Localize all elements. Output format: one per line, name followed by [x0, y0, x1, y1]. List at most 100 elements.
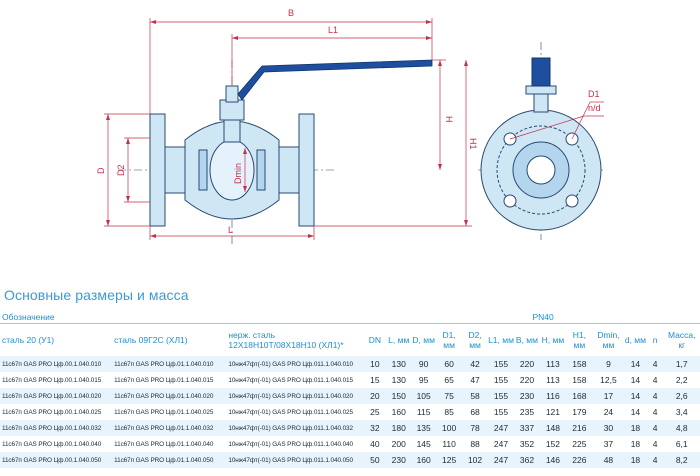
table-cell: 47 — [462, 372, 489, 388]
left-flange — [149, 113, 166, 227]
table-cell: 247 — [488, 452, 514, 468]
table-cell: 11с67п GAS PRO Цф.01.1.040.010 — [112, 356, 227, 372]
table-cell: 10 — [363, 356, 387, 372]
end-handle — [531, 57, 551, 87]
table-cell: 17 — [592, 388, 625, 404]
table-cell: 160 — [386, 404, 412, 420]
col-header: сталь 20 (У1) — [0, 324, 113, 356]
table-cell: 14 — [624, 372, 647, 388]
table-cell: 42 — [462, 356, 489, 372]
table-cell: 230 — [386, 452, 412, 468]
dim-label-l: L — [228, 225, 233, 235]
table-cell: 337 — [513, 420, 540, 436]
valve-side-view — [149, 85, 315, 227]
table-cell: 168 — [565, 388, 593, 404]
table-cell: 18 — [624, 452, 647, 468]
table-cell: 18 — [624, 420, 647, 436]
table-cell: 20 — [363, 388, 387, 404]
table-cell: 14 — [624, 356, 647, 372]
table-cell: 10нж47фт(-01) GAS PRO Цф.011.1.040.010 — [226, 356, 364, 372]
col-header: D, мм — [411, 324, 437, 356]
table-cell: 90 — [411, 356, 437, 372]
end-view-leaders — [509, 101, 604, 140]
col-header: Dmin, мм — [592, 324, 625, 356]
ball-bore — [209, 139, 255, 201]
table-cell: 362 — [513, 452, 540, 468]
table-cell: 155 — [488, 388, 514, 404]
dim-label-dmin: Dmin — [233, 163, 243, 184]
table-cell: 18 — [624, 436, 647, 452]
col-header: DN — [363, 324, 387, 356]
dim-label-h1: H1 — [468, 138, 478, 150]
col-header: H, мм — [539, 324, 566, 356]
section-heading: Основные размеры и масса — [4, 287, 189, 303]
table-cell: 180 — [386, 420, 412, 436]
bolt-hole — [565, 194, 579, 208]
table-cell: 11с67п GAS PRO Цф.00.1.040.050 — [0, 452, 113, 468]
table-cell: 200 — [386, 436, 412, 452]
table-cell: 4 — [646, 420, 664, 436]
table-cell: 220 — [513, 372, 540, 388]
table-cell: 65 — [436, 372, 463, 388]
table-cell: 150 — [386, 388, 412, 404]
table-cell: 148 — [539, 420, 566, 436]
col-header: n — [646, 324, 664, 356]
bolt-circle — [496, 125, 586, 215]
table-cell: 15 — [363, 372, 387, 388]
bore-hole — [526, 155, 556, 185]
table-cell: 2,2 — [663, 372, 700, 388]
table-cell: 10нж47фт(-01) GAS PRO Цф.011.1.040.020 — [226, 388, 364, 404]
table-cell: 216 — [565, 420, 593, 436]
table-header-row: сталь 20 (У1) сталь 09Г2С (ХЛ1) нерж. ст… — [0, 324, 700, 356]
table-cell: 75 — [436, 388, 463, 404]
pressure-header: PN40 — [386, 310, 700, 324]
table-cell: 4 — [646, 388, 664, 404]
table-cell: 3,4 — [663, 404, 700, 420]
table-cell: 40 — [363, 436, 387, 452]
dim-label-h: H — [444, 116, 454, 123]
table-cell: 102 — [462, 452, 489, 468]
table-cell: 116 — [539, 388, 566, 404]
col-header: сталь 09Г2С (ХЛ1) — [112, 324, 227, 356]
col-header: нерж. сталь 12Х18Н10Т/08Х18Н10 (ХЛ1)* — [226, 324, 364, 356]
right-stub — [278, 146, 300, 194]
stem-housing — [219, 99, 245, 121]
end-stem-nut — [525, 85, 557, 95]
dimension-arrows — [106, 20, 468, 238]
col-header: d, мм — [624, 324, 647, 356]
table-cell: 4 — [646, 372, 664, 388]
right-seat — [256, 149, 266, 191]
table-cell: 135 — [411, 420, 437, 436]
table-cell: 225 — [565, 436, 593, 452]
designation-header: Обозначение — [0, 310, 364, 324]
stem-top — [225, 85, 239, 103]
table-cell: 4 — [646, 404, 664, 420]
dim-label-b: B — [288, 8, 294, 18]
table-cell: 78 — [462, 420, 489, 436]
table-cell: 100 — [436, 420, 463, 436]
table-cell: 11с67п GAS PRO Цф.01.1.040.040 — [112, 436, 227, 452]
dim-label-d2: D2 — [116, 164, 126, 176]
table-cell: 247 — [488, 420, 514, 436]
table-cell: 230 — [513, 388, 540, 404]
table-cell: 110 — [436, 436, 463, 452]
table-cell: 10нж47фт(-01) GAS PRO Цф.011.1.040.040 — [226, 436, 364, 452]
col-header: L, мм — [386, 324, 412, 356]
drawing-svg: B L1 H H1 D D2 Dmin L D1 n/d — [96, 8, 605, 246]
table-cell: 130 — [386, 372, 412, 388]
table-cell: 155 — [488, 404, 514, 420]
right-flange — [298, 113, 315, 227]
table-cell: 48 — [592, 452, 625, 468]
table-cell: 235 — [513, 404, 540, 420]
dim-label-d1: D1 — [588, 89, 600, 99]
table-cell: 115 — [411, 404, 437, 420]
table-cell: 105 — [411, 388, 437, 404]
left-stub — [164, 146, 186, 194]
valve-handle — [237, 59, 433, 101]
table-cell: 220 — [513, 356, 540, 372]
